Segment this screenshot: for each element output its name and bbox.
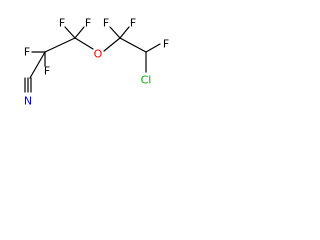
bond-c4-f-left (109, 26, 121, 39)
bond-c2-c3 (44, 37, 76, 53)
bond-c5-f (145, 43, 161, 53)
fluorine-c3-right: F (85, 17, 91, 30)
bond-c2-c1 (29, 51, 46, 79)
atom-labels: F F F F O F F F Cl N (24, 17, 169, 108)
fluorine-c2-left: F (24, 46, 30, 59)
structure-canvas: F F F F O F F F Cl N (24, 17, 169, 108)
bonds (24, 26, 161, 93)
bond-c4-f-right (119, 26, 130, 39)
bond-o-c4 (103, 37, 121, 52)
nitrogen-nitrile: N (24, 95, 32, 108)
bond-c3-o (74, 37, 94, 50)
chlorine-c5: Cl (141, 74, 152, 87)
bond-c3-f-left (64, 26, 76, 39)
fluorine-c4-right: F (130, 17, 136, 30)
bond-c3-f-right (74, 26, 85, 39)
fluorine-c3-left: F (59, 17, 65, 30)
fluorine-c5: F (163, 38, 169, 51)
fluorine-c2-bottom: F (44, 65, 50, 78)
bond-c4-c5 (119, 37, 147, 53)
fluorine-c4-left: F (103, 17, 109, 30)
oxygen-ether: O (94, 48, 103, 61)
